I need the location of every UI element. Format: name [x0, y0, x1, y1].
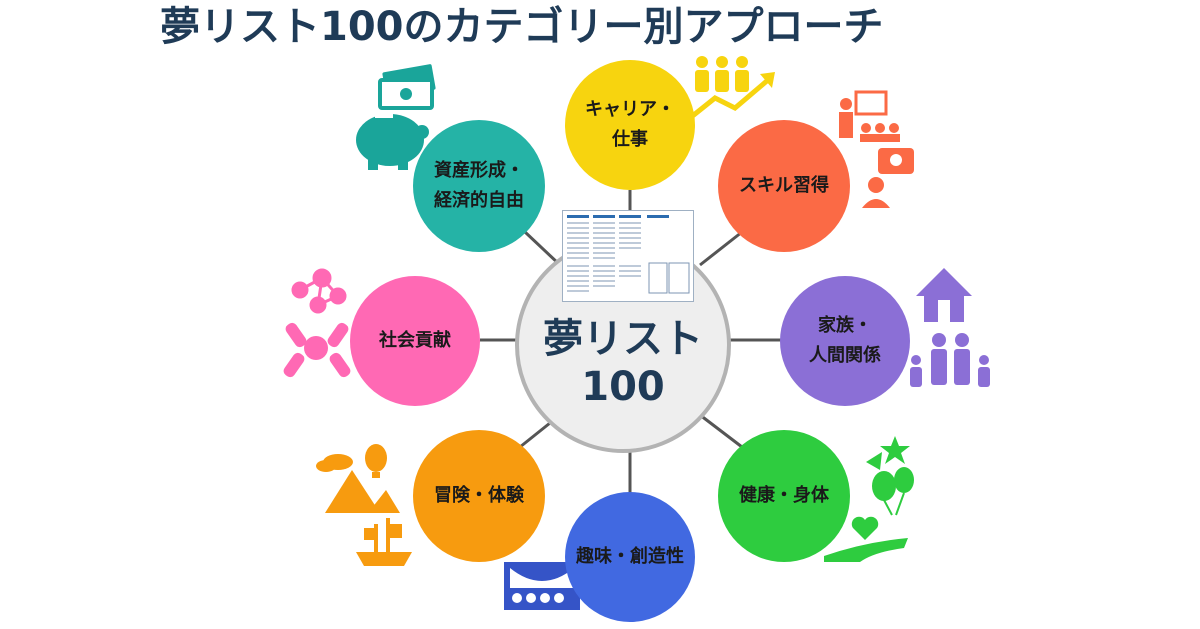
star-balloons-icon	[866, 436, 914, 516]
center-label-line1: 夢リスト	[543, 316, 703, 362]
theater-stage-icon	[504, 562, 580, 610]
category-label-line2: 人間関係	[809, 345, 881, 366]
money-bills-icon	[378, 64, 436, 110]
category-label: 健康・身体	[739, 485, 829, 506]
category-asset: 資産形成・経済的自由	[413, 120, 545, 252]
page-title: 夢リスト100のカテゴリー別アプローチ	[160, 4, 884, 50]
category-label-line1: キャリア・	[585, 99, 675, 120]
network-people-icon	[291, 268, 347, 314]
category-family: 家族・人間関係	[780, 276, 910, 406]
piggy-bank-icon	[356, 112, 429, 170]
house-icon	[916, 268, 972, 322]
presenter-audience-icon	[839, 90, 900, 142]
category-label-line1: 家族・	[818, 315, 872, 336]
category-label: 冒険・体験	[434, 485, 524, 506]
category-skill: スキル習得	[718, 120, 850, 252]
connector-asset	[523, 230, 562, 267]
ship-icon	[356, 518, 412, 566]
category-social: 社会貢献	[350, 276, 480, 406]
category-label: スキル習得	[739, 175, 829, 196]
people-growth-arrow-icon	[688, 56, 775, 120]
category-label-line2: 仕事	[612, 129, 648, 150]
dream-list-sheet-icon	[562, 210, 694, 302]
heart-hand-icon	[824, 516, 908, 562]
category-health: 健康・身体	[718, 430, 850, 562]
category-label: 社会貢献	[379, 330, 451, 351]
category-label-line2: 経済的自由	[434, 190, 524, 211]
category-label-line1: 資産形成・	[434, 160, 524, 181]
category-career: キャリア・仕事	[565, 60, 695, 190]
center-label-line2: 100	[581, 364, 665, 410]
idea-person-icon	[862, 148, 914, 208]
category-label: 趣味・創造性	[576, 546, 684, 567]
family-icon	[910, 333, 990, 387]
connector-skill	[699, 230, 743, 267]
hands-together-icon	[283, 322, 351, 378]
category-adventure: 冒険・体験	[413, 430, 545, 562]
cloud-balloon-mountain-icon	[316, 444, 400, 513]
connector-health	[699, 413, 743, 449]
sheet-drawing	[567, 215, 690, 294]
category-hobby: 趣味・創造性	[565, 492, 695, 622]
